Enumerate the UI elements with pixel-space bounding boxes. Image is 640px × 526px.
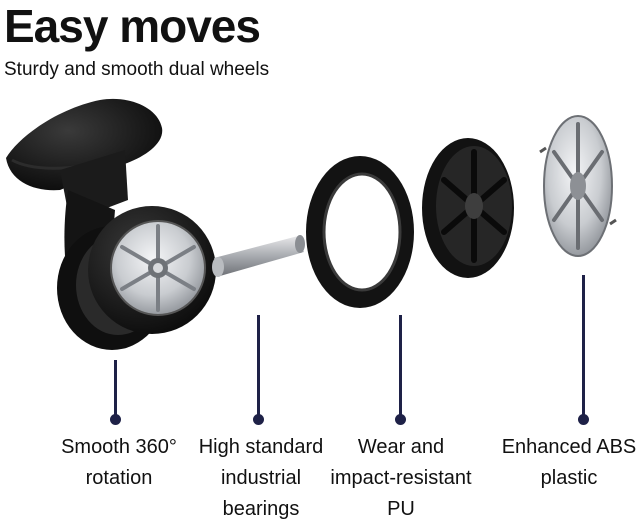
pu-ring-pointer-line [399, 315, 402, 418]
pu-ring-part [306, 156, 414, 308]
abs-cap-pointer-line [582, 275, 585, 418]
page-title: Easy moves [4, 0, 261, 52]
caster-label-line-1: Smooth 360° [61, 436, 177, 458]
axle-part [212, 235, 305, 277]
abs-cap-pointer-dot [578, 414, 589, 425]
abs-cap-label-line-2: plastic [540, 467, 598, 489]
caster-pointer-dot [110, 414, 121, 425]
pu-ring-label: Wear and impact-resistant PU [326, 432, 476, 525]
axle-label-line-3: bearings [222, 498, 300, 520]
caster-pointer-line [114, 360, 117, 418]
pu-ring-label-line-1: Wear and [357, 436, 445, 458]
abs-cap-part [539, 115, 617, 257]
inner-hub-part [422, 138, 514, 278]
pu-ring-label-line-2: impact-resistant [330, 467, 472, 489]
abs-cap-label: Enhanced ABS plastic [494, 432, 640, 494]
caster-assembly [6, 98, 216, 350]
axle-label-line-1: High standard [198, 436, 324, 458]
caster-label-line-2: rotation [85, 467, 153, 489]
abs-cap-label-line-1: Enhanced ABS [501, 436, 637, 458]
axle-label-line-2: industrial [220, 467, 302, 489]
axle-pointer-dot [253, 414, 264, 425]
axle-pointer-line [257, 315, 260, 418]
pu-ring-label-line-3: PU [387, 498, 415, 520]
caster-label: Smooth 360° rotation [44, 432, 194, 494]
page-subtitle: Sturdy and smooth dual wheels [4, 59, 270, 80]
pu-ring-pointer-dot [395, 414, 406, 425]
axle-label: High standard industrial bearings [186, 432, 336, 525]
